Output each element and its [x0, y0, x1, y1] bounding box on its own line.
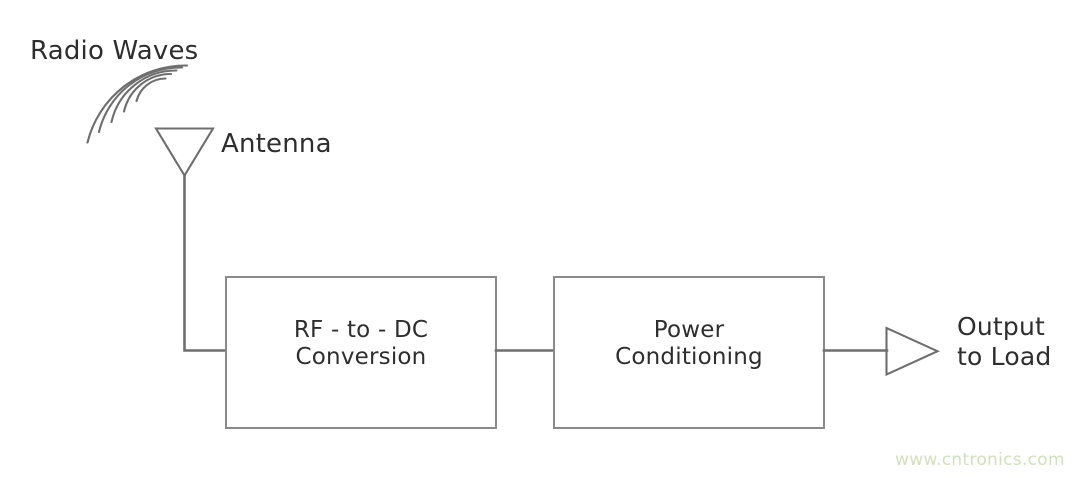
- antenna-triangle-icon: [154, 127, 215, 178]
- block-rf-to-dc-line2: Conversion: [295, 344, 427, 371]
- connector-antenna-to-rf: [183, 174, 227, 352]
- antenna-label: Antenna: [221, 129, 332, 159]
- output-amplifier-triangle-icon: [885, 326, 941, 377]
- output-to-load-line2: to Load: [957, 341, 1052, 371]
- radio-wave-arcs-icon: [86, 64, 189, 144]
- watermark: www.cntronics.com: [895, 450, 1065, 470]
- output-to-load-line1: Output: [957, 312, 1046, 341]
- block-power-conditioning[interactable]: [553, 276, 825, 429]
- block-rf-to-dc-line1: RF - to - DC: [293, 317, 429, 343]
- block-power-conditioning-line2: Conditioning: [615, 344, 763, 371]
- block-power-conditioning-line1: Power: [653, 317, 725, 343]
- radio-waves-label: Radio Waves: [30, 36, 199, 66]
- block-rf-to-dc[interactable]: [225, 276, 497, 429]
